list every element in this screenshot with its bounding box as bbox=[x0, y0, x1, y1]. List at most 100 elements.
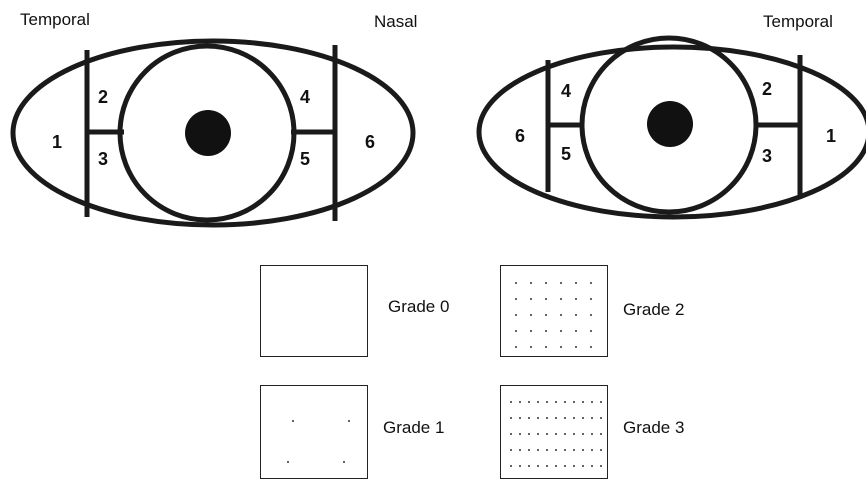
grade-2-swatch bbox=[500, 265, 608, 357]
stipple-dot bbox=[591, 465, 593, 467]
stipple-dot bbox=[510, 417, 512, 419]
stipple-dot bbox=[555, 465, 557, 467]
stipple-dot bbox=[600, 433, 602, 435]
stipple-dot bbox=[591, 401, 593, 403]
right-pupil bbox=[647, 101, 693, 147]
grade-1-label: Grade 1 bbox=[383, 418, 444, 438]
stipple-dot bbox=[582, 433, 584, 435]
stipple-dot bbox=[546, 433, 548, 435]
stipple-dot bbox=[545, 282, 547, 284]
stipple-dot bbox=[515, 282, 517, 284]
stipple-dot bbox=[564, 465, 566, 467]
stipple-dot bbox=[519, 465, 521, 467]
stipple-dot bbox=[573, 449, 575, 451]
stipple-dot bbox=[515, 314, 517, 316]
stipple-dot bbox=[537, 401, 539, 403]
grade-3-swatch bbox=[500, 385, 608, 479]
stipple-dot bbox=[537, 449, 539, 451]
stipple-dot bbox=[575, 346, 577, 348]
stipple-dot bbox=[519, 417, 521, 419]
left-zone-5: 5 bbox=[300, 149, 310, 169]
stipple-dot bbox=[564, 433, 566, 435]
stipple-dot bbox=[600, 417, 602, 419]
stipple-dot bbox=[515, 298, 517, 300]
stipple-dot bbox=[575, 298, 577, 300]
stipple-dot bbox=[582, 465, 584, 467]
stipple-dot bbox=[582, 449, 584, 451]
stipple-dot bbox=[287, 461, 289, 463]
grade-3-label: Grade 3 bbox=[623, 418, 684, 438]
stipple-dot bbox=[590, 330, 592, 332]
stipple-dot bbox=[537, 433, 539, 435]
stipple-dot bbox=[537, 417, 539, 419]
stipple-dot bbox=[590, 314, 592, 316]
stipple-dot bbox=[575, 330, 577, 332]
left-zone-1: 1 bbox=[52, 132, 62, 152]
stipple-dot bbox=[546, 401, 548, 403]
grade-2-label: Grade 2 bbox=[623, 300, 684, 320]
stipple-dot bbox=[530, 282, 532, 284]
grade-0-label: Grade 0 bbox=[388, 297, 449, 317]
left-pupil bbox=[185, 110, 231, 156]
stipple-dot bbox=[560, 314, 562, 316]
stipple-dot bbox=[530, 314, 532, 316]
stipple-dot bbox=[519, 401, 521, 403]
grade-1-swatch bbox=[260, 385, 368, 479]
stipple-dot bbox=[537, 465, 539, 467]
grade-0-swatch bbox=[260, 265, 368, 357]
stipple-dot bbox=[528, 449, 530, 451]
stipple-dot bbox=[573, 401, 575, 403]
stipple-dot bbox=[590, 298, 592, 300]
stipple-dot bbox=[573, 433, 575, 435]
stipple-dot bbox=[573, 417, 575, 419]
right-zone-3: 3 bbox=[762, 146, 772, 166]
stipple-dot bbox=[575, 314, 577, 316]
stipple-dot bbox=[560, 298, 562, 300]
stipple-dot bbox=[555, 417, 557, 419]
stipple-dot bbox=[590, 346, 592, 348]
stipple-dot bbox=[591, 433, 593, 435]
stipple-dot bbox=[591, 449, 593, 451]
stipple-dot bbox=[528, 417, 530, 419]
left-zone-2: 2 bbox=[98, 87, 108, 107]
stipple-dot bbox=[591, 417, 593, 419]
stipple-dot bbox=[600, 449, 602, 451]
stipple-dot bbox=[530, 298, 532, 300]
stipple-dot bbox=[600, 465, 602, 467]
stipple-dot bbox=[530, 346, 532, 348]
stipple-dot bbox=[555, 401, 557, 403]
stipple-dot bbox=[528, 465, 530, 467]
stipple-dot bbox=[510, 401, 512, 403]
stipple-dot bbox=[515, 346, 517, 348]
stipple-dot bbox=[564, 417, 566, 419]
stipple-dot bbox=[555, 449, 557, 451]
stipple-dot bbox=[510, 433, 512, 435]
stipple-dot bbox=[575, 282, 577, 284]
right-zone-4: 4 bbox=[561, 81, 571, 101]
stipple-dot bbox=[530, 330, 532, 332]
left-zone-3: 3 bbox=[98, 149, 108, 169]
stipple-dot bbox=[545, 330, 547, 332]
stipple-dot bbox=[546, 449, 548, 451]
stipple-dot bbox=[546, 417, 548, 419]
stipple-dot bbox=[560, 282, 562, 284]
stipple-dot bbox=[560, 346, 562, 348]
stipple-dot bbox=[590, 282, 592, 284]
stipple-dot bbox=[546, 465, 548, 467]
stipple-dot bbox=[343, 461, 345, 463]
stipple-dot bbox=[519, 433, 521, 435]
stipple-dot bbox=[560, 330, 562, 332]
stipple-dot bbox=[292, 420, 294, 422]
stipple-dot bbox=[545, 298, 547, 300]
stipple-dot bbox=[564, 449, 566, 451]
stipple-dot bbox=[528, 433, 530, 435]
stipple-dot bbox=[564, 401, 566, 403]
right-zone-5: 5 bbox=[561, 144, 571, 164]
left-zone-4: 4 bbox=[300, 87, 310, 107]
stipple-dot bbox=[348, 420, 350, 422]
stipple-dot bbox=[573, 465, 575, 467]
stipple-dot bbox=[555, 433, 557, 435]
stipple-dot bbox=[582, 417, 584, 419]
